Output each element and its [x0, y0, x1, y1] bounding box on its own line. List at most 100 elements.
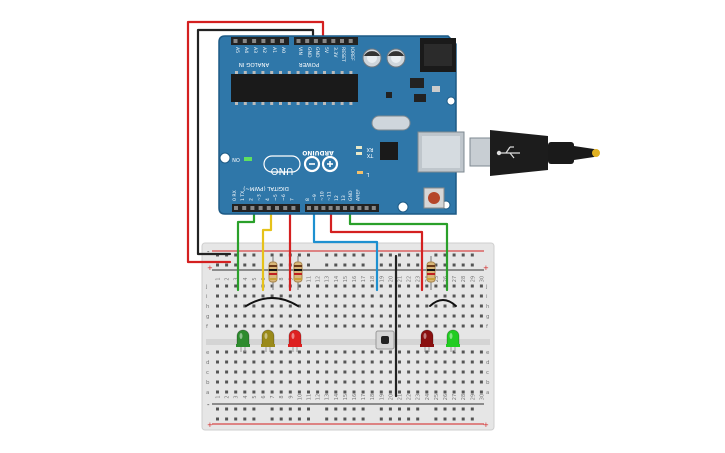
pin-label: IOREF	[349, 47, 355, 61]
breadboard-hole	[461, 380, 465, 384]
chip-leg	[235, 71, 238, 74]
chip-leg	[314, 102, 318, 105]
rail-hole	[279, 253, 283, 257]
rail-hole	[434, 253, 438, 257]
rail-hole	[398, 263, 401, 267]
arduino-infinity-logo	[303, 155, 339, 173]
chip-leg	[270, 102, 274, 105]
row-letter: f	[486, 324, 489, 330]
rail-hole	[388, 417, 392, 421]
breadboard-hole	[443, 324, 447, 328]
chip-leg	[279, 102, 282, 105]
breadboard-hole	[361, 370, 365, 374]
breadboard-hole	[216, 360, 219, 364]
rx-led	[356, 146, 362, 149]
breadboard-hole	[479, 370, 483, 374]
pin-label: 8	[305, 198, 311, 201]
rail-hole	[388, 407, 392, 411]
column-number: 23	[416, 394, 422, 400]
column-number: 2	[225, 395, 231, 398]
breadboard-hole	[416, 390, 420, 394]
rail-hole	[470, 417, 474, 421]
leds	[236, 329, 460, 352]
rail-hole	[352, 417, 356, 421]
rail-hole	[297, 417, 301, 421]
breadboard-hole	[343, 314, 347, 318]
chip-leg	[261, 71, 265, 74]
breadboard-hole	[325, 360, 329, 364]
breadboard-hole	[352, 380, 356, 384]
bottom-rail-holes	[216, 407, 474, 421]
rail-hole	[307, 263, 310, 267]
breadboard-hole	[270, 304, 274, 308]
breadboard-hole	[297, 370, 301, 374]
rail-hole	[216, 417, 219, 421]
breadboard-hole	[443, 284, 447, 288]
jumper-arc-left	[245, 297, 299, 307]
breadboard-hole	[407, 350, 411, 354]
header-pin-hole	[234, 206, 238, 210]
breadboard-hole	[288, 370, 292, 374]
wire-blue-pin8	[312, 206, 379, 292]
header-pin-hole	[233, 39, 238, 43]
led-red-2	[420, 329, 434, 352]
breadboard-hole	[461, 390, 465, 394]
breadboard-hole	[352, 370, 356, 374]
breadboard-hole	[398, 304, 401, 308]
breadboard-hole	[416, 314, 420, 318]
breadboard-hole	[279, 360, 283, 364]
chip-leg	[270, 71, 274, 74]
breadboard-hole	[370, 284, 374, 288]
column-number: 15	[343, 276, 349, 282]
breadboard-hole	[425, 380, 429, 384]
pin-label: VIN	[297, 47, 303, 55]
breadboard-hole	[452, 370, 456, 374]
column-number: 4	[243, 395, 249, 398]
breadboard-hole	[252, 370, 256, 374]
digital-header-high	[305, 204, 379, 212]
breadboard-hole	[325, 294, 329, 298]
digital-pin-holes	[234, 206, 376, 210]
pin-label: ~5	[273, 194, 279, 201]
breadboard-hole	[270, 360, 274, 364]
breadboard-hole	[479, 324, 483, 328]
column-number: 13	[325, 394, 331, 400]
rail-hole	[297, 253, 301, 257]
header-pin-hole	[252, 39, 257, 43]
led-green-2	[446, 329, 460, 352]
rail-hole	[307, 407, 310, 411]
rail-hole	[361, 407, 365, 411]
breadboard-hole	[407, 294, 411, 298]
pin-label: GND	[314, 47, 320, 58]
chip-leg	[296, 102, 300, 105]
breadboard-hole	[234, 390, 238, 394]
rail-hole	[443, 263, 447, 267]
breadboard-hole	[288, 390, 292, 394]
led-green-1	[236, 329, 250, 352]
wire-black-gnd	[196, 28, 315, 256]
breadboard-hole	[461, 284, 465, 288]
column-number: 16	[352, 394, 358, 400]
breadboard-hole	[370, 360, 374, 364]
breadboard-hole	[425, 324, 429, 328]
rail-hole	[416, 253, 420, 257]
breadboard-hole	[297, 324, 301, 328]
breadboard-hole	[470, 350, 474, 354]
breadboard-hole	[379, 304, 383, 308]
rail-hole	[388, 253, 392, 257]
breadboard-hole	[379, 314, 383, 318]
breadboard-hole	[316, 304, 320, 308]
breadboard-hole	[416, 360, 420, 364]
breadboard-hole	[316, 360, 320, 364]
chip-leg	[243, 71, 247, 74]
breadboard-hole	[443, 390, 447, 394]
rail-hole	[343, 417, 347, 421]
breadboard-hole	[252, 380, 256, 384]
breadboard-hole	[343, 370, 347, 374]
mount-hole-2	[397, 201, 409, 213]
column-number: 15	[343, 394, 349, 400]
breadboard-hole	[452, 380, 456, 384]
column-number: 27	[452, 276, 458, 282]
breadboard-hole	[370, 370, 374, 374]
breadboard-hole	[434, 350, 438, 354]
